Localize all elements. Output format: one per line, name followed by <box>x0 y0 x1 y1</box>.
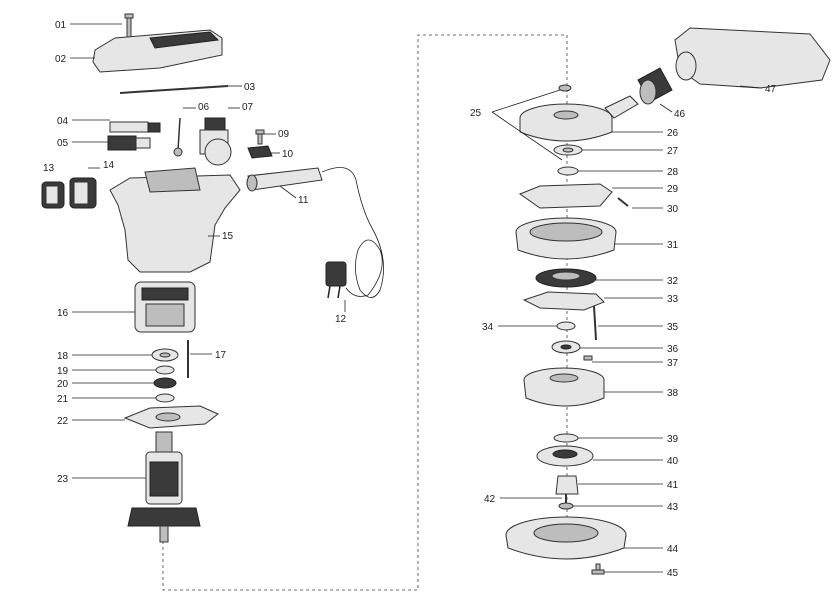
part-44-sanding-pad <box>505 516 663 560</box>
label-19: 19 <box>57 366 69 377</box>
part-10-cable-clamp <box>247 145 280 159</box>
label-20: 20 <box>57 379 69 390</box>
label-40: 40 <box>667 456 679 467</box>
label-15: 15 <box>222 231 234 242</box>
part-43-washer <box>558 502 663 510</box>
label-47: 47 <box>765 84 777 95</box>
label-26: 26 <box>667 128 679 139</box>
part-13-end-cap <box>41 181 65 209</box>
label-42: 42 <box>484 494 496 505</box>
part-18-bearing <box>72 348 179 362</box>
label-34: 34 <box>482 322 494 333</box>
label-22: 22 <box>57 416 69 427</box>
part-23-armature <box>72 431 201 543</box>
part-15-motor-housing <box>109 167 241 273</box>
label-17: 17 <box>215 350 227 361</box>
part-02-top-cover <box>70 29 223 73</box>
label-09: 09 <box>278 129 290 140</box>
label-06: 06 <box>198 102 210 113</box>
part-20-bearing <box>72 377 177 389</box>
part-41-spindle <box>555 475 663 495</box>
part-45-screw <box>591 563 663 575</box>
part-21-washer <box>72 393 175 403</box>
label-30: 30 <box>667 204 679 215</box>
part-31-dust-shroud <box>515 217 663 260</box>
part-42-screw <box>500 494 567 506</box>
label-16: 16 <box>57 308 69 319</box>
label-01: 01 <box>55 20 67 31</box>
part-47-dust-bag <box>674 27 831 89</box>
part-17-screw <box>187 340 212 378</box>
part-25-screws <box>491 84 572 161</box>
label-35: 35 <box>667 322 679 333</box>
part-32-fan <box>535 268 663 288</box>
part-28-washer <box>557 166 663 176</box>
part-39-washer <box>553 433 663 443</box>
part-46-hose-adapter <box>637 67 673 113</box>
part-04-switch-slide <box>72 119 161 133</box>
label-31: 31 <box>667 240 679 251</box>
label-37: 37 <box>667 358 679 369</box>
label-25: 25 <box>470 108 482 119</box>
label-39: 39 <box>667 434 679 445</box>
label-38: 38 <box>667 388 679 399</box>
part-09-screw <box>255 129 276 145</box>
part-27-bearing <box>553 144 663 156</box>
part-16-stator <box>72 281 196 333</box>
part-26-upper-housing <box>519 95 663 142</box>
part-29-clamp-ring <box>518 183 663 209</box>
label-02: 02 <box>55 54 67 65</box>
part-38-eccentric-carrier <box>523 367 663 407</box>
label-43: 43 <box>667 502 679 513</box>
label-13: 13 <box>43 163 55 174</box>
part-37-screw <box>583 355 663 363</box>
label-33: 33 <box>667 294 679 305</box>
part-35-bolt <box>593 305 663 341</box>
label-36: 36 <box>667 344 679 355</box>
label-03: 03 <box>244 82 256 93</box>
part-03-rod <box>119 85 242 94</box>
part-22-baffle-plate <box>72 405 219 429</box>
part-34-washer <box>498 321 576 331</box>
label-18: 18 <box>57 351 69 362</box>
label-10: 10 <box>282 149 294 160</box>
part-12-power-cord <box>321 167 384 312</box>
label-14: 14 <box>103 160 115 171</box>
label-32: 32 <box>667 276 679 287</box>
part-30-screw <box>617 197 663 209</box>
part-11-cable-sleeve <box>246 167 323 199</box>
label-45: 45 <box>667 568 679 579</box>
label-27: 27 <box>667 146 679 157</box>
label-11: 11 <box>298 195 309 206</box>
label-29: 29 <box>667 184 679 195</box>
label-21: 21 <box>57 394 69 405</box>
part-07-switch <box>199 107 240 166</box>
label-44: 44 <box>667 544 679 555</box>
part-05-switch-body <box>72 135 151 151</box>
part-33-plate <box>522 291 663 311</box>
label-04: 04 <box>57 116 69 127</box>
part-36-bearing <box>551 340 663 354</box>
part-01-screw <box>70 13 134 41</box>
label-23: 23 <box>57 474 69 485</box>
label-05: 05 <box>57 138 69 149</box>
label-46: 46 <box>674 109 686 120</box>
label-41: 41 <box>667 480 679 491</box>
label-28: 28 <box>667 167 679 178</box>
part-14-end-cap <box>69 167 100 209</box>
label-12: 12 <box>335 314 347 325</box>
label-07: 07 <box>242 102 254 113</box>
part-40-bearing-housing <box>536 445 663 467</box>
part-06-wire-clip <box>173 107 196 157</box>
part-19-washer <box>72 365 175 375</box>
